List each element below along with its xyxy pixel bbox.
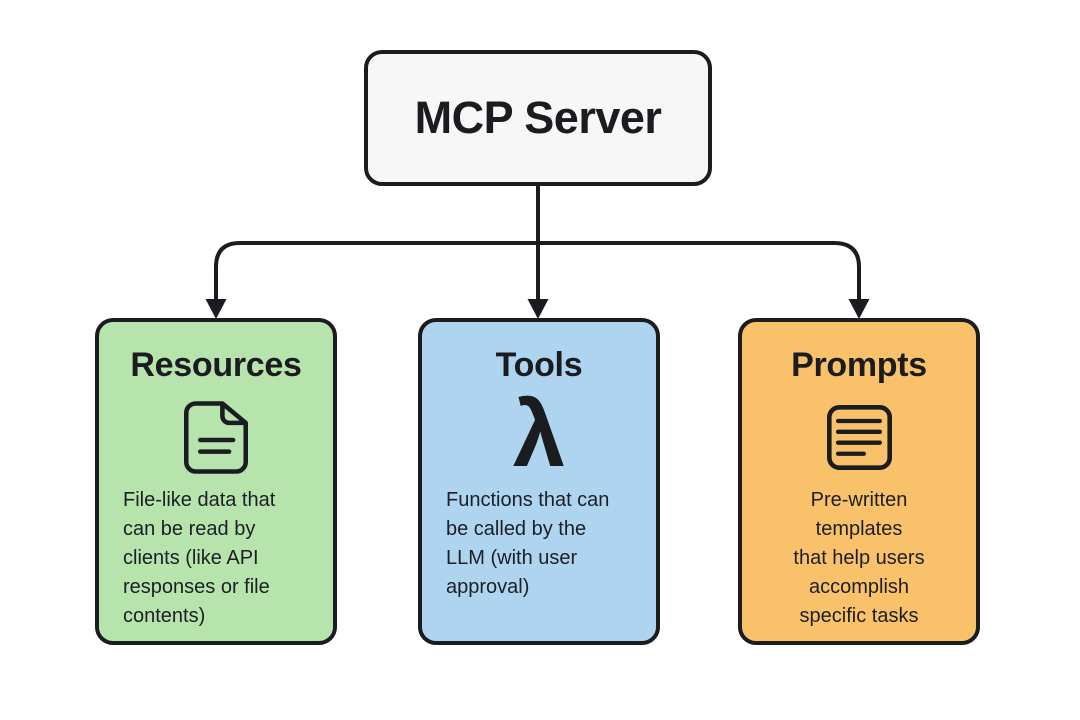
prompts-title: Prompts xyxy=(791,346,927,384)
tools-description: Functions that can be called by the LLM … xyxy=(446,489,610,598)
mcp-server-title: MCP Server xyxy=(414,92,662,143)
arrowhead-right-icon xyxy=(848,299,870,319)
connector-branch-line xyxy=(214,241,861,301)
prompts-description: Pre-written templates that help users ac… xyxy=(793,489,925,627)
resources-title: Resources xyxy=(130,346,302,384)
lambda-icon: λ xyxy=(512,381,566,486)
tools-title: Tools xyxy=(495,346,583,384)
document-lines-icon xyxy=(826,398,892,476)
prompts-card: Prompts Pre-written templates that help … xyxy=(738,318,980,645)
mcp-server-node: MCP Server xyxy=(364,50,712,186)
resources-description: File-like data that can be read by clien… xyxy=(123,489,276,627)
arrowhead-left-icon xyxy=(205,299,227,319)
tools-card: Tools λ Functions that can be called by … xyxy=(418,318,660,645)
file-document-icon xyxy=(184,398,248,476)
resources-card: Resources File-like data that can be rea… xyxy=(95,318,337,645)
arrowhead-center-icon xyxy=(527,299,549,319)
lambda-glyph: λ xyxy=(512,381,566,486)
